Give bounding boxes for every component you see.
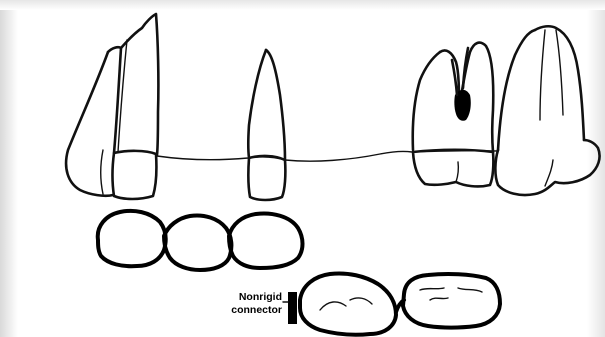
left-canine-abutment xyxy=(66,14,158,199)
occlusal-bridge-upper xyxy=(98,211,303,270)
occlusal-bridge-lower xyxy=(283,273,500,334)
middle-premolar-abutment xyxy=(248,50,285,200)
right-molar-abutment xyxy=(413,43,494,187)
connector-label-line2: connector xyxy=(231,304,282,316)
connector-label-line1: Nonrigid xyxy=(239,291,282,303)
gingival-line xyxy=(157,151,498,162)
nonrigid-connector-key xyxy=(288,292,297,324)
far-right-molar xyxy=(495,26,599,195)
